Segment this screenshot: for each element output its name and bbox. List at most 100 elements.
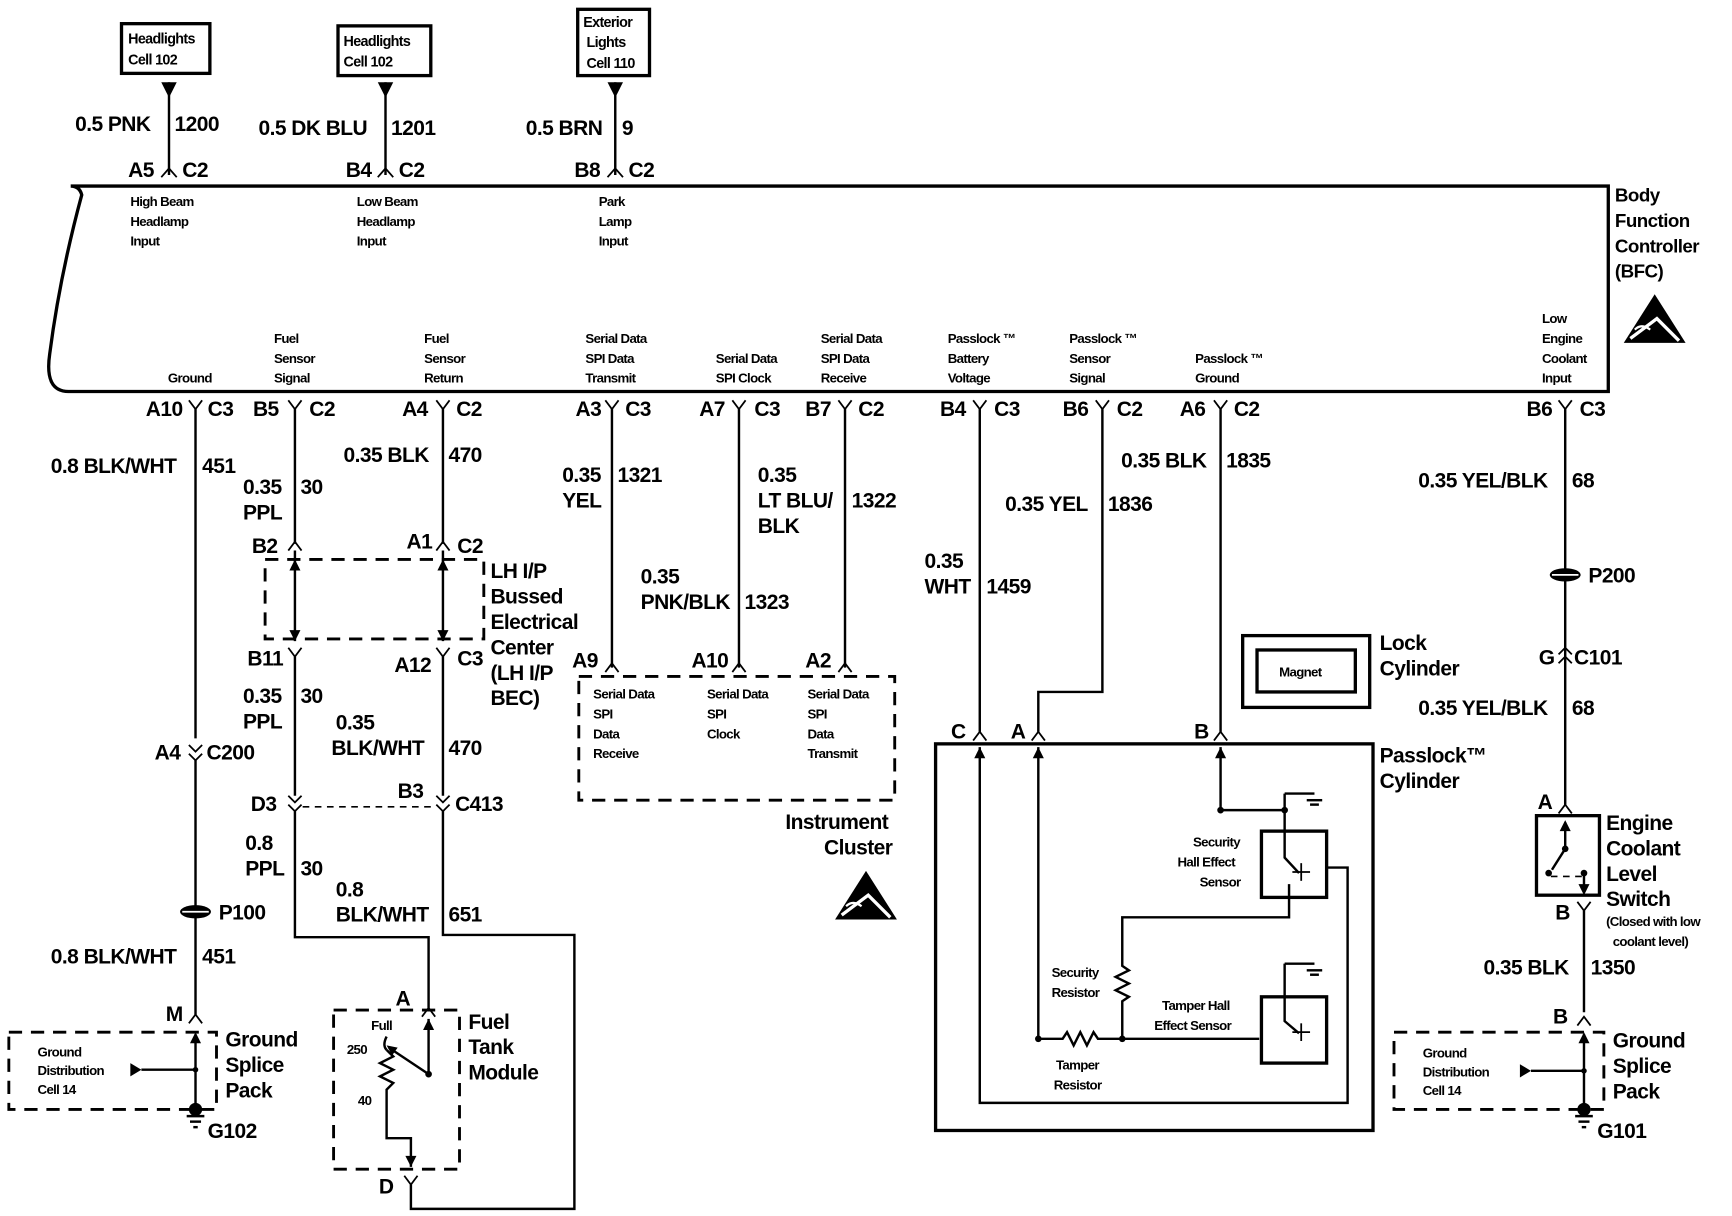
svg-text:Cell 14: Cell 14 bbox=[38, 1082, 77, 1097]
svg-text:Ground: Ground bbox=[1195, 371, 1239, 386]
svg-text:Sensor: Sensor bbox=[274, 351, 315, 366]
circuit-label: 451 bbox=[202, 455, 236, 478]
svg-text:Distribution: Distribution bbox=[38, 1063, 105, 1078]
wire-label: 0.35 bbox=[243, 685, 282, 708]
svg-text:C3: C3 bbox=[208, 398, 234, 421]
connector-label: C2 bbox=[399, 159, 425, 182]
bec-lower-wires bbox=[188, 656, 576, 1211]
svg-text:A1: A1 bbox=[406, 530, 433, 553]
svg-text:A2: A2 bbox=[805, 650, 831, 673]
svg-text:Input: Input bbox=[1542, 371, 1572, 386]
svg-text:B: B bbox=[1553, 1005, 1568, 1028]
svg-text:Cylinder: Cylinder bbox=[1380, 657, 1460, 680]
lh-ip-bec[interactable] bbox=[263, 540, 486, 659]
arrow-right-icon bbox=[130, 1063, 142, 1077]
svg-text:Cell 110: Cell 110 bbox=[587, 56, 636, 72]
svg-text:Tamper Hall: Tamper Hall bbox=[1162, 998, 1230, 1013]
wire-label: 0.5 PNK bbox=[75, 113, 151, 136]
svg-text:M: M bbox=[166, 1003, 183, 1026]
svg-text:A10: A10 bbox=[691, 650, 728, 673]
ref-box-exterior-lights[interactable]: Exterior Lights Cell 110 bbox=[576, 7, 652, 78]
wire-label: YEL bbox=[562, 489, 602, 512]
wire-label: 0.5 DK BLU bbox=[258, 117, 367, 140]
svg-text:Lights: Lights bbox=[587, 35, 627, 51]
connector-c101: C101 bbox=[1574, 646, 1623, 669]
svg-text:SPI Data: SPI Data bbox=[821, 351, 871, 366]
svg-text:Input: Input bbox=[357, 234, 387, 249]
svg-text:A3: A3 bbox=[575, 398, 601, 421]
fuel-tank-module[interactable] bbox=[332, 1006, 461, 1187]
svg-text:B4: B4 bbox=[940, 398, 967, 421]
svg-text:Ground: Ground bbox=[225, 1029, 297, 1052]
svg-text:Cell 102: Cell 102 bbox=[344, 55, 394, 71]
pin-label: A5 bbox=[128, 159, 155, 182]
ground-splice-pack-right[interactable] bbox=[1392, 1015, 1606, 1129]
svg-text:Data: Data bbox=[593, 726, 620, 741]
bfc-module[interactable] bbox=[47, 184, 1610, 394]
wire-label: 0.35 BLK bbox=[1121, 450, 1207, 473]
svg-text:B6: B6 bbox=[1527, 398, 1553, 421]
svg-text:Serial Data: Serial Data bbox=[821, 331, 883, 346]
bfc-title: Body bbox=[1615, 185, 1661, 206]
passlock-cylinder[interactable] bbox=[933, 730, 1375, 1133]
svg-text:C2: C2 bbox=[1117, 398, 1143, 421]
passlock-cylinder-title: Passlock™ bbox=[1380, 745, 1487, 768]
wire-label: PNK/BLK bbox=[641, 591, 731, 614]
connector-label: C2 bbox=[629, 159, 655, 182]
wire-label: 0.35 YEL bbox=[1005, 493, 1088, 516]
wire-label: LT BLU/ bbox=[758, 489, 834, 512]
svg-text:A4: A4 bbox=[155, 741, 182, 764]
circuit-label: 470 bbox=[448, 737, 481, 760]
svg-text:Sensor: Sensor bbox=[1069, 351, 1110, 366]
svg-text:Passlock ™: Passlock ™ bbox=[1069, 331, 1137, 346]
splice-p200-icon bbox=[1549, 568, 1581, 582]
svg-text:B6: B6 bbox=[1063, 398, 1089, 421]
circuit-label: 1459 bbox=[986, 576, 1030, 599]
engine-coolant-level-switch[interactable] bbox=[1534, 803, 1602, 1013]
svg-text:Voltage: Voltage bbox=[948, 371, 991, 386]
svg-text:A9: A9 bbox=[572, 650, 598, 673]
wire-label: WHT bbox=[925, 576, 972, 599]
svg-text:Signal: Signal bbox=[274, 371, 310, 386]
svg-text:Transmit: Transmit bbox=[585, 371, 636, 386]
svg-text:Ground: Ground bbox=[1613, 1030, 1685, 1053]
svg-text:B: B bbox=[1555, 901, 1570, 924]
svg-text:Cluster: Cluster bbox=[824, 836, 893, 859]
svg-text:C2: C2 bbox=[457, 535, 483, 558]
circuit-label: 30 bbox=[300, 857, 322, 880]
svg-text:(LH I/P: (LH I/P bbox=[490, 662, 553, 685]
instrument-cluster[interactable] bbox=[577, 661, 897, 802]
svg-text:BEC): BEC) bbox=[490, 687, 539, 710]
ref-box-headlights-2[interactable]: Headlights Cell 102 bbox=[336, 24, 433, 78]
ref-box-headlights-1[interactable]: Headlights Cell 102 bbox=[119, 22, 212, 76]
circuit-label: 470 bbox=[448, 444, 481, 467]
wire-label: 0.8 BLK/WHT bbox=[51, 946, 177, 969]
svg-text:Splice: Splice bbox=[1613, 1055, 1671, 1078]
svg-text:A10: A10 bbox=[146, 398, 183, 421]
svg-text:Cylinder: Cylinder bbox=[1380, 770, 1460, 793]
top-wires bbox=[160, 82, 624, 178]
svg-text:Headlights: Headlights bbox=[128, 32, 195, 48]
svg-text:Security: Security bbox=[1193, 835, 1241, 850]
svg-text:Passlock ™: Passlock ™ bbox=[1195, 351, 1263, 366]
circuit-label: 1200 bbox=[175, 113, 219, 136]
svg-text:Magnet: Magnet bbox=[1279, 664, 1323, 679]
lock-cylinder[interactable]: Magnet bbox=[1241, 633, 1372, 710]
coolant-switch-title: Engine bbox=[1606, 812, 1673, 835]
svg-text:(BFC): (BFC) bbox=[1615, 261, 1664, 282]
wire-label: BLK/WHT bbox=[331, 737, 425, 760]
svg-text:SPI Data: SPI Data bbox=[585, 351, 635, 366]
connector-c413: C413 bbox=[455, 793, 503, 816]
svg-text:Serial Data: Serial Data bbox=[593, 687, 655, 702]
svg-text:Serial Data: Serial Data bbox=[707, 687, 769, 702]
svg-text:Serial Data: Serial Data bbox=[807, 687, 869, 702]
svg-text:A7: A7 bbox=[699, 398, 725, 421]
svg-text:Full: Full bbox=[371, 1018, 392, 1033]
wire-label: 0.8 BLK/WHT bbox=[51, 455, 177, 478]
circuit-label: 451 bbox=[202, 946, 236, 969]
wire-label: BLK/WHT bbox=[336, 904, 430, 927]
svg-text:B3: B3 bbox=[398, 780, 424, 803]
svg-text:Tank: Tank bbox=[468, 1036, 514, 1059]
ground-splice-pack-left[interactable] bbox=[7, 1013, 218, 1129]
wire-label: BLK bbox=[758, 515, 800, 538]
